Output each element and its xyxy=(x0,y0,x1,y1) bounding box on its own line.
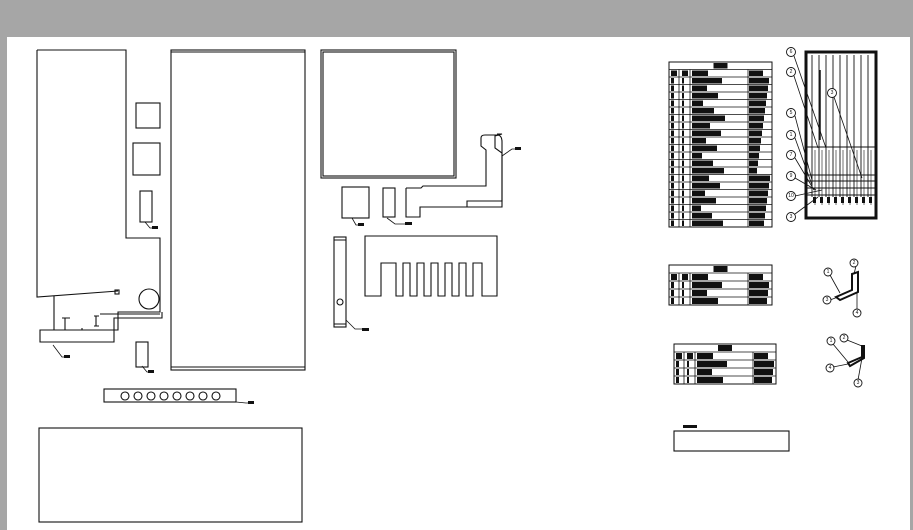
balloon: 1 xyxy=(786,130,796,140)
balloon: 6 xyxy=(786,47,796,57)
large-panel xyxy=(170,49,306,371)
notes-box xyxy=(38,427,303,523)
balloon: 3 xyxy=(786,212,796,222)
balloon: 1 xyxy=(826,336,836,346)
balloon: 3 xyxy=(827,88,837,98)
svg-text:9: 9 xyxy=(790,173,793,179)
balloon: 7 xyxy=(786,150,796,160)
balloon: 3 xyxy=(822,295,832,305)
middle-parts xyxy=(320,49,521,331)
title-block xyxy=(673,430,790,452)
svg-text:3: 3 xyxy=(790,214,793,220)
svg-text:6: 6 xyxy=(790,49,793,55)
svg-text:3: 3 xyxy=(831,90,834,96)
assembly-balloon-group: 6 2 3 5 1 7 9 10 3 xyxy=(786,47,863,222)
balloon: 5 xyxy=(786,108,796,118)
detail-b: 2 1 4 3 xyxy=(825,333,865,388)
balloon: 4 xyxy=(825,363,835,373)
balloon: 10 xyxy=(786,191,796,201)
svg-text:5: 5 xyxy=(790,110,793,116)
balloon: 2 xyxy=(786,67,796,77)
title-block-label xyxy=(683,425,697,428)
balloon: 1 xyxy=(823,267,833,277)
svg-text:10: 10 xyxy=(788,193,794,199)
svg-text:3: 3 xyxy=(857,380,860,386)
parts-list-table xyxy=(668,264,773,306)
svg-text:1: 1 xyxy=(790,132,793,138)
svg-text:2: 2 xyxy=(790,69,793,75)
detail-a: 2 1 3 4 xyxy=(822,258,862,318)
parts-lists xyxy=(668,61,777,385)
hole-row xyxy=(120,391,221,401)
svg-text:1: 1 xyxy=(830,338,833,344)
svg-text:3: 3 xyxy=(826,297,829,303)
balloon: 2 xyxy=(849,258,859,268)
svg-text:7: 7 xyxy=(790,152,793,158)
balloon: 2 xyxy=(839,333,849,343)
balloon: 4 xyxy=(852,308,862,318)
parts-list-table xyxy=(668,61,773,228)
svg-text:4: 4 xyxy=(856,310,859,316)
balloon: 3 xyxy=(853,378,863,388)
left-cabinet-section xyxy=(36,49,254,404)
svg-text:2: 2 xyxy=(853,260,856,266)
svg-text:4: 4 xyxy=(829,365,832,371)
svg-text:1: 1 xyxy=(827,269,830,275)
balloon: 9 xyxy=(786,171,796,181)
parts-list-table xyxy=(673,343,777,385)
svg-text:2: 2 xyxy=(843,335,846,341)
